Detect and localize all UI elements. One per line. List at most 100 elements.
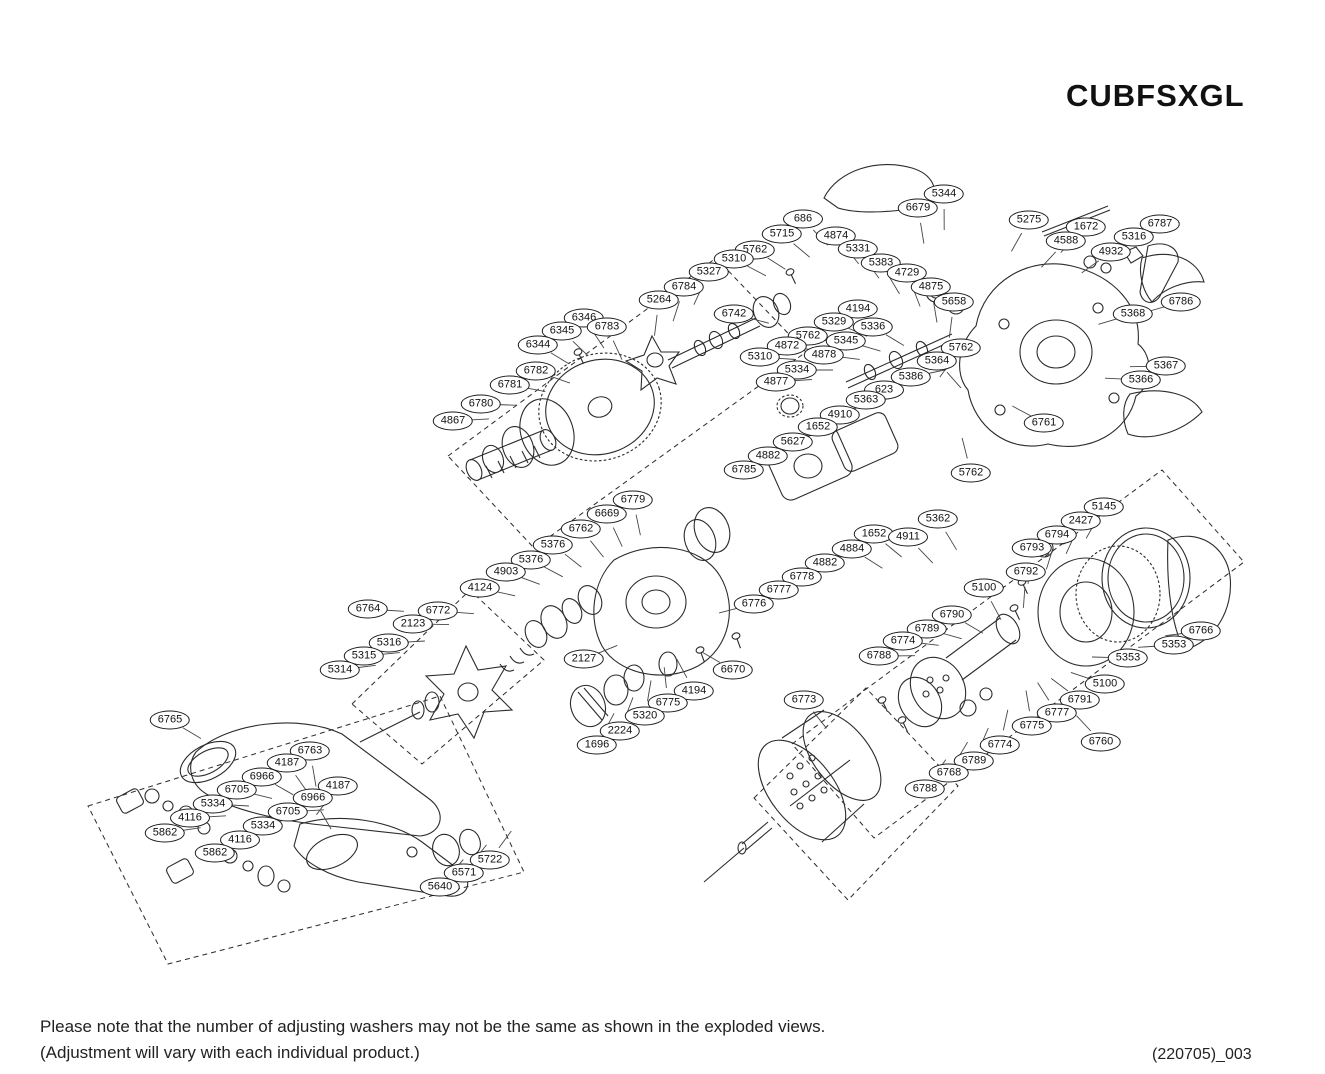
leader-line — [612, 527, 623, 547]
leader-line — [1070, 671, 1091, 680]
leader-line — [885, 334, 905, 346]
leader-line — [898, 378, 919, 386]
leader-line — [403, 640, 425, 643]
leader-line — [1085, 519, 1097, 539]
leader-line — [1065, 534, 1076, 554]
leader-line — [274, 784, 294, 796]
leader-line — [767, 257, 786, 270]
leader-line — [806, 426, 826, 437]
leader-line — [964, 622, 984, 634]
leader-line — [603, 713, 615, 733]
leader-line — [941, 632, 962, 640]
leader-line — [277, 815, 298, 823]
leader-line — [1060, 237, 1076, 253]
spool-art — [703, 709, 882, 883]
leader-line — [498, 830, 512, 849]
leader-line — [654, 314, 658, 336]
leader-line — [1037, 682, 1050, 701]
leader-line — [747, 265, 767, 277]
leader-line — [312, 765, 317, 787]
leader-line — [1041, 251, 1057, 268]
leader-line — [179, 827, 201, 832]
gear-train-art — [481, 292, 792, 474]
leader-line — [1104, 377, 1127, 380]
leader-line — [382, 609, 404, 612]
leader-line — [847, 327, 868, 337]
leader-line — [1011, 232, 1023, 252]
leader-line — [1076, 715, 1092, 732]
leader-line — [378, 652, 400, 656]
leader-line — [672, 301, 680, 322]
leader-line — [676, 659, 688, 679]
star-drag-art — [359, 644, 514, 743]
leader-line — [791, 568, 812, 577]
brake-unit-art — [789, 527, 1232, 807]
leader-line — [663, 667, 667, 689]
leader-line — [1012, 405, 1032, 417]
footer-note-line2: (Adjustment will vary with each individu… — [40, 1043, 420, 1062]
leader-line — [494, 590, 516, 597]
leader-line — [831, 411, 851, 422]
leader-line — [946, 371, 962, 389]
leader-line — [1022, 586, 1026, 608]
leader-line — [781, 439, 801, 450]
leader-line — [204, 815, 226, 818]
leader-line — [624, 697, 634, 718]
leader-line — [933, 301, 938, 323]
leader-line — [945, 531, 957, 551]
setplate-art — [499, 507, 731, 728]
leader-line — [1129, 232, 1148, 245]
leader-line — [885, 543, 902, 558]
leader-line — [774, 357, 796, 360]
leader-line — [838, 356, 860, 360]
leader-line — [801, 347, 823, 352]
footer-note: Please note that the number of adjusting… — [40, 1014, 825, 1066]
leader-line — [519, 576, 540, 585]
leader-line — [1138, 645, 1160, 648]
leader-line — [979, 727, 989, 748]
worm-shaft-art — [465, 429, 557, 481]
leader-line — [864, 556, 883, 569]
leader-line — [320, 810, 332, 830]
leader-line — [1104, 245, 1122, 259]
leader-line — [748, 317, 769, 324]
leader-line — [544, 566, 564, 578]
leader-line — [1027, 562, 1031, 584]
leader-line — [354, 664, 376, 669]
leader-line — [1081, 260, 1100, 274]
leader-line — [812, 711, 827, 729]
leader-line — [920, 222, 925, 244]
leader-line — [295, 775, 309, 793]
leader-line — [912, 286, 921, 307]
footer-note-line1: Please note that the number of adjusting… — [40, 1017, 826, 1036]
leader-line — [933, 759, 947, 778]
leader-line — [812, 229, 829, 246]
leader-line — [917, 642, 939, 646]
leader-line — [251, 793, 273, 799]
leader-line — [228, 838, 249, 848]
leader-line — [635, 514, 641, 536]
leader-line — [449, 859, 464, 876]
leader-line — [757, 453, 777, 464]
leader-line — [316, 797, 330, 816]
leader-line — [866, 260, 880, 279]
leader-line — [572, 340, 589, 357]
leader-line — [990, 600, 1002, 620]
leader-line — [822, 339, 844, 346]
leader-line — [524, 387, 546, 393]
leader-line — [590, 540, 604, 558]
leader-line — [939, 359, 953, 378]
leader-line — [956, 741, 968, 761]
leader-line — [888, 275, 900, 295]
leader-line — [1146, 305, 1167, 313]
leader-line — [1091, 656, 1114, 659]
leader-line — [473, 844, 487, 862]
leader-line — [917, 547, 934, 564]
leader-line — [870, 317, 888, 331]
leader-line — [879, 386, 900, 396]
leader-line — [1050, 678, 1069, 692]
leader-line — [790, 379, 812, 382]
